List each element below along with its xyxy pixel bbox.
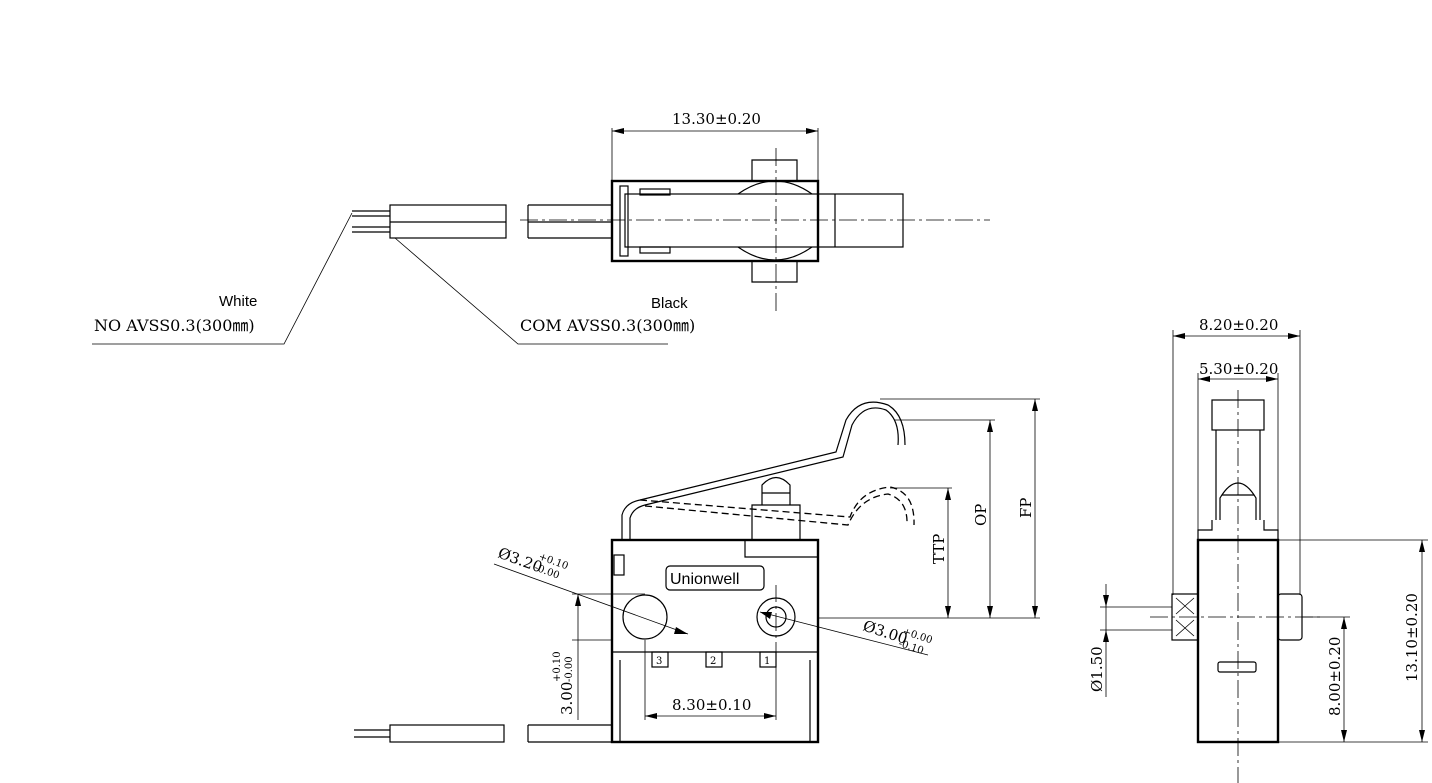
hole-spacing-arrow-left [645,713,657,719]
terminal-2-label: 2 [710,656,716,667]
fp-label: FP [1017,497,1035,518]
hole-spacing-arrow-right [764,713,776,719]
top-tab-lower [639,246,671,254]
side-plunger-shoulder [1197,520,1279,540]
leader-hole-right [759,611,929,656]
front-plunger [761,476,791,505]
top-roller-upper [751,159,798,181]
wire-black-color: Black [651,295,688,312]
top-lever [624,193,904,248]
brand-logo-frame [665,565,765,591]
front-body [610,538,820,744]
terminal-2-box [705,651,723,668]
top-roller-lower [751,261,798,283]
fp-arrow-bottom [1032,606,1038,618]
side-view: 8.20±0.20 5.30±0.20 Ø1.50 [1088,316,1428,783]
side-width-arrow-right [1288,333,1300,339]
body-lower-arrow-bottom [1341,730,1347,742]
plunger-arrow-left [1198,376,1210,382]
top-body [610,179,820,263]
brand-logo: Unionwell [670,571,739,588]
fp-arrow-top [1032,399,1038,411]
op-arrow-top [987,420,993,432]
wire-white-spec: NO AVSS0.3(300㎜) [94,316,255,335]
body-lower-arrow-top [1341,617,1347,629]
hole-height-dim: 3.00 [558,682,576,715]
front-lever-pressed-inner [644,493,908,526]
front-wire-sleeve [389,724,505,743]
arrow-hole-left [674,627,688,634]
hole-spacing-dim: 8.30±0.10 [672,696,751,714]
terminal-1-box [759,651,777,668]
terminal-3-label: 3 [656,656,662,667]
front-notch [613,554,625,576]
wire-white-color: White [219,293,257,310]
top-view: 13.30±0.20 White NO AVSS0.3(300㎜) Bla [92,110,990,345]
mount-hole-left [622,594,668,640]
side-body-slot [1217,661,1257,673]
body-height-arrow-top [1419,540,1425,552]
ttp-arrow-top [945,488,951,500]
side-lever-arms [1215,430,1261,520]
wire-black-spec: COM AVSS0.3(300㎜) [520,316,695,335]
arrow-left [612,128,624,134]
front-lever [621,401,906,540]
pin-dia-arrow-bottom [1103,630,1109,642]
ttp-arrow-bottom [945,606,951,618]
top-tab-upper [639,188,671,196]
hole-height-tol-plus: +0.10 [552,651,563,682]
leader-white [92,212,353,345]
op-arrow-bottom [987,606,993,618]
leader-hole-left [493,563,689,635]
plunger-arrow-right [1266,376,1278,382]
body-height-arrow-bottom [1419,730,1425,742]
front-lever-inner [629,407,899,540]
side-pin-hatch [1175,597,1195,637]
plunger-dim: 5.30±0.20 [1199,360,1278,378]
side-width-dim: 8.20±0.20 [1199,316,1278,334]
top-width-dimension: 13.30±0.20 [672,110,761,128]
top-body-inner-left [619,185,629,257]
hole-height-arrow [575,594,581,606]
ttp-label: TTP [930,534,948,564]
arrow-hole-right [760,612,772,619]
leader-black [394,237,668,345]
top-roller-arc-upper [737,180,813,195]
op-label: OP [972,504,990,526]
front-view: Unionwell 3 2 1 Ø3.20 +0.10 -0.00 Ø3.00 … [354,398,1040,744]
top-roller-arc-lower [737,246,813,261]
front-plunger-housing [744,504,818,558]
arrow-right [806,128,818,134]
terminal-1-label: 1 [764,656,770,667]
hole-height-tol-minus: -0.00 [564,656,575,682]
front-lever-pressed [639,486,915,526]
pin-dia-dim: Ø1.50 [1088,646,1106,692]
terminal-3-box [651,651,669,668]
body-lower-dim: 8.00±0.20 [1326,637,1344,716]
pin-dia-arrow-top [1103,595,1109,607]
side-width-arrow-left [1173,333,1185,339]
body-height-dim: 13.10±0.20 [1403,593,1421,682]
